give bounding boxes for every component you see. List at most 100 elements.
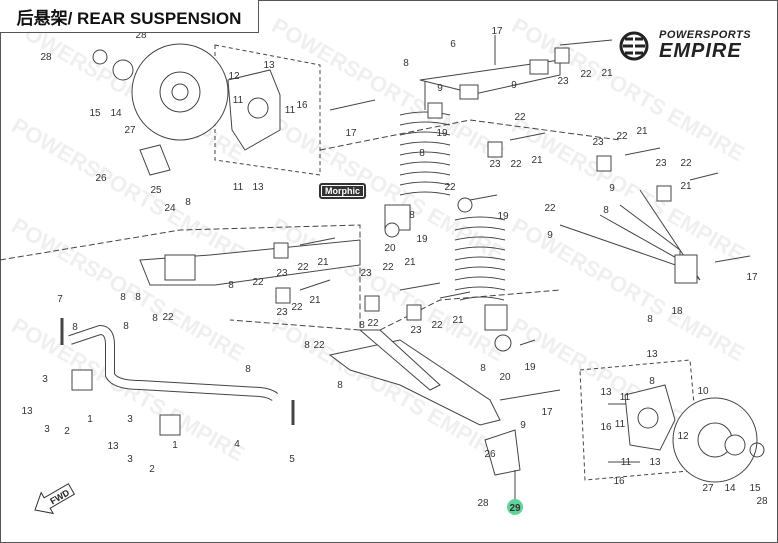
part-callout-27: 27: [124, 125, 136, 136]
part-callout-8: 8: [123, 321, 129, 332]
part-callout-11: 11: [233, 95, 244, 106]
part-callout-28: 28: [135, 30, 147, 41]
part-callout-9: 9: [437, 83, 443, 94]
part-callout-26: 26: [95, 173, 107, 184]
part-callout-11: 11: [621, 457, 632, 468]
bearing-top: [112, 59, 134, 81]
brand-line1: POWERSPORTS: [659, 29, 752, 41]
part-callout-22: 22: [444, 182, 456, 193]
part-callout-5: 5: [289, 454, 295, 465]
part-callout-11: 11: [233, 182, 244, 193]
part-callout-3: 3: [42, 374, 48, 385]
part-callout-8: 8: [228, 280, 234, 291]
part-callout-8: 8: [403, 58, 409, 69]
bushing-bracket-2: [159, 414, 181, 436]
part-callout-22: 22: [431, 320, 443, 331]
part-callout-23: 23: [655, 158, 667, 169]
part-callout-8: 8: [135, 292, 141, 303]
fwd-arrow-icon: FWD: [34, 483, 76, 515]
part-callout-25: 25: [150, 185, 162, 196]
part-callout-22: 22: [252, 277, 264, 288]
part-callout-18: 18: [671, 306, 683, 317]
part-callout-1: 1: [172, 440, 178, 451]
part-callout-8: 8: [337, 380, 343, 391]
part-callout-19: 19: [416, 234, 428, 245]
bracket-25: [139, 144, 171, 176]
shock-absorber-2: [454, 197, 512, 352]
part-callout-22: 22: [544, 203, 556, 214]
part-callout-23: 23: [276, 268, 288, 279]
highlight-callout-label: 29: [509, 503, 521, 514]
part-callout-8: 8: [245, 364, 251, 375]
part-callout-23: 23: [360, 268, 372, 279]
highlight-callout-circle: [507, 499, 523, 515]
part-callout-1: 1: [87, 414, 93, 425]
part-callout-11: 11: [620, 392, 631, 403]
part-callout-8: 8: [304, 340, 310, 351]
hub-group-outline: [214, 44, 321, 176]
part-callout-8: 8: [152, 313, 158, 324]
part-callout-12: 12: [228, 71, 240, 82]
part-callout-11: 11: [615, 419, 626, 430]
part-callout-14: 14: [724, 483, 736, 494]
part-drawings: FWD: [0, 35, 765, 515]
part-callout-19: 19: [497, 211, 509, 222]
part-callout-14: 14: [110, 108, 122, 119]
part-callout-21: 21: [531, 155, 543, 166]
part-callout-22: 22: [616, 131, 628, 142]
part-callout-11: 11: [285, 105, 296, 116]
part-callout-19: 19: [524, 362, 536, 373]
brand-logo: POWERSPORTS EMPIRE: [615, 30, 751, 61]
part-callout-17: 17: [746, 272, 758, 283]
part-callout-8: 8: [120, 292, 126, 303]
part-callout-2: 2: [149, 464, 155, 475]
part-callout-7: 7: [57, 294, 63, 305]
part-callout-22: 22: [382, 262, 394, 273]
part-callout-20: 20: [499, 372, 511, 383]
part-callout-22: 22: [580, 69, 592, 80]
part-callout-28: 28: [756, 496, 768, 507]
part-callout-16: 16: [600, 422, 612, 433]
brake-disc-top: [131, 43, 229, 141]
part-callout-24: 24: [164, 203, 176, 214]
shock-absorber-1: [384, 80, 451, 238]
part-callout-8: 8: [359, 320, 365, 331]
part-callout-8: 8: [72, 322, 78, 333]
part-callout-13: 13: [252, 182, 264, 193]
part-callout-22: 22: [297, 262, 309, 273]
bushing-bracket-1: [71, 369, 93, 391]
part-callout-6: 6: [450, 39, 456, 50]
part-callout-8: 8: [419, 148, 425, 159]
part-callout-28: 28: [477, 498, 489, 509]
part-callout-20: 20: [384, 243, 396, 254]
snap-ring-top: [92, 49, 108, 65]
part-callout-23: 23: [410, 325, 422, 336]
part-callout-13: 13: [107, 441, 119, 452]
bushings: [273, 47, 672, 321]
part-callout-22: 22: [367, 318, 379, 329]
page-title: 后悬架/ REAR SUSPENSION: [0, 0, 259, 33]
part-callout-3: 3: [127, 454, 133, 465]
part-callout-8: 8: [649, 376, 655, 387]
part-callout-17: 17: [541, 407, 553, 418]
part-callout-22: 22: [680, 158, 692, 169]
part-callout-17: 17: [345, 128, 357, 139]
part-callout-22: 22: [514, 112, 526, 123]
part-callout-23: 23: [592, 137, 604, 148]
part-callout-26: 26: [484, 449, 496, 460]
part-callout-8: 8: [480, 363, 486, 374]
lower-arm: [328, 339, 501, 426]
part-callout-23: 23: [489, 159, 501, 170]
part-callout-16: 16: [296, 100, 308, 111]
part-callout-23: 23: [276, 307, 288, 318]
bracket-29: [484, 429, 521, 476]
brand-line2: EMPIRE: [659, 40, 742, 62]
part-callout-4: 4: [234, 439, 240, 450]
morphic-badge: Morphic: [319, 183, 366, 199]
bolts: [299, 35, 751, 463]
part-callout-3: 3: [127, 414, 133, 425]
part-callout-9: 9: [511, 80, 517, 91]
part-callout-21: 21: [636, 126, 648, 137]
part-callout-21: 21: [452, 315, 464, 326]
upper-arm-group-outline: [0, 224, 361, 331]
